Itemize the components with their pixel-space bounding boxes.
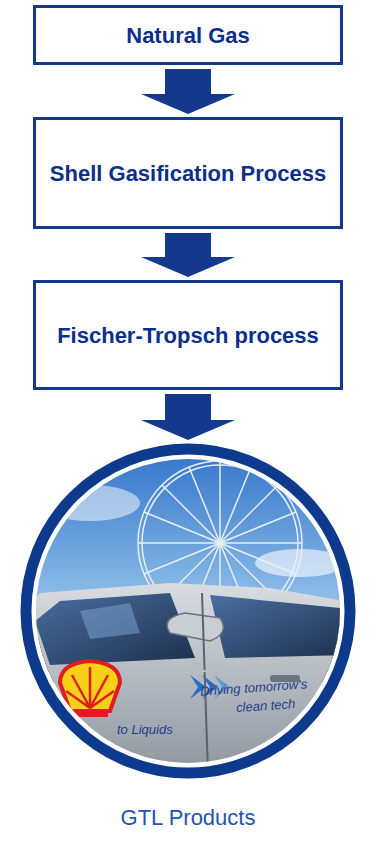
process-box: Shell Gasification Process xyxy=(33,117,343,229)
product-circle: GTL Products xyxy=(20,443,356,779)
product-caption: GTL Products xyxy=(0,805,376,831)
block-arrow xyxy=(141,394,235,440)
process-label: Shell Gasification Process xyxy=(38,160,338,187)
process-label: Fischer-Tropsch process xyxy=(45,322,331,349)
box-text-group: Natural Gas xyxy=(114,22,262,49)
box-text-group: Fischer-Tropsch process xyxy=(45,322,331,349)
process-box: Natural Gas xyxy=(33,5,343,65)
photo-text: to Liquids xyxy=(117,722,173,737)
product-photo xyxy=(20,443,356,779)
process-box: Fischer-Tropsch process xyxy=(33,280,343,390)
block-arrow xyxy=(141,69,235,114)
block-arrow xyxy=(141,233,235,277)
box-text-group: Shell Gasification Process xyxy=(38,160,338,187)
process-label: Natural Gas xyxy=(114,22,262,49)
